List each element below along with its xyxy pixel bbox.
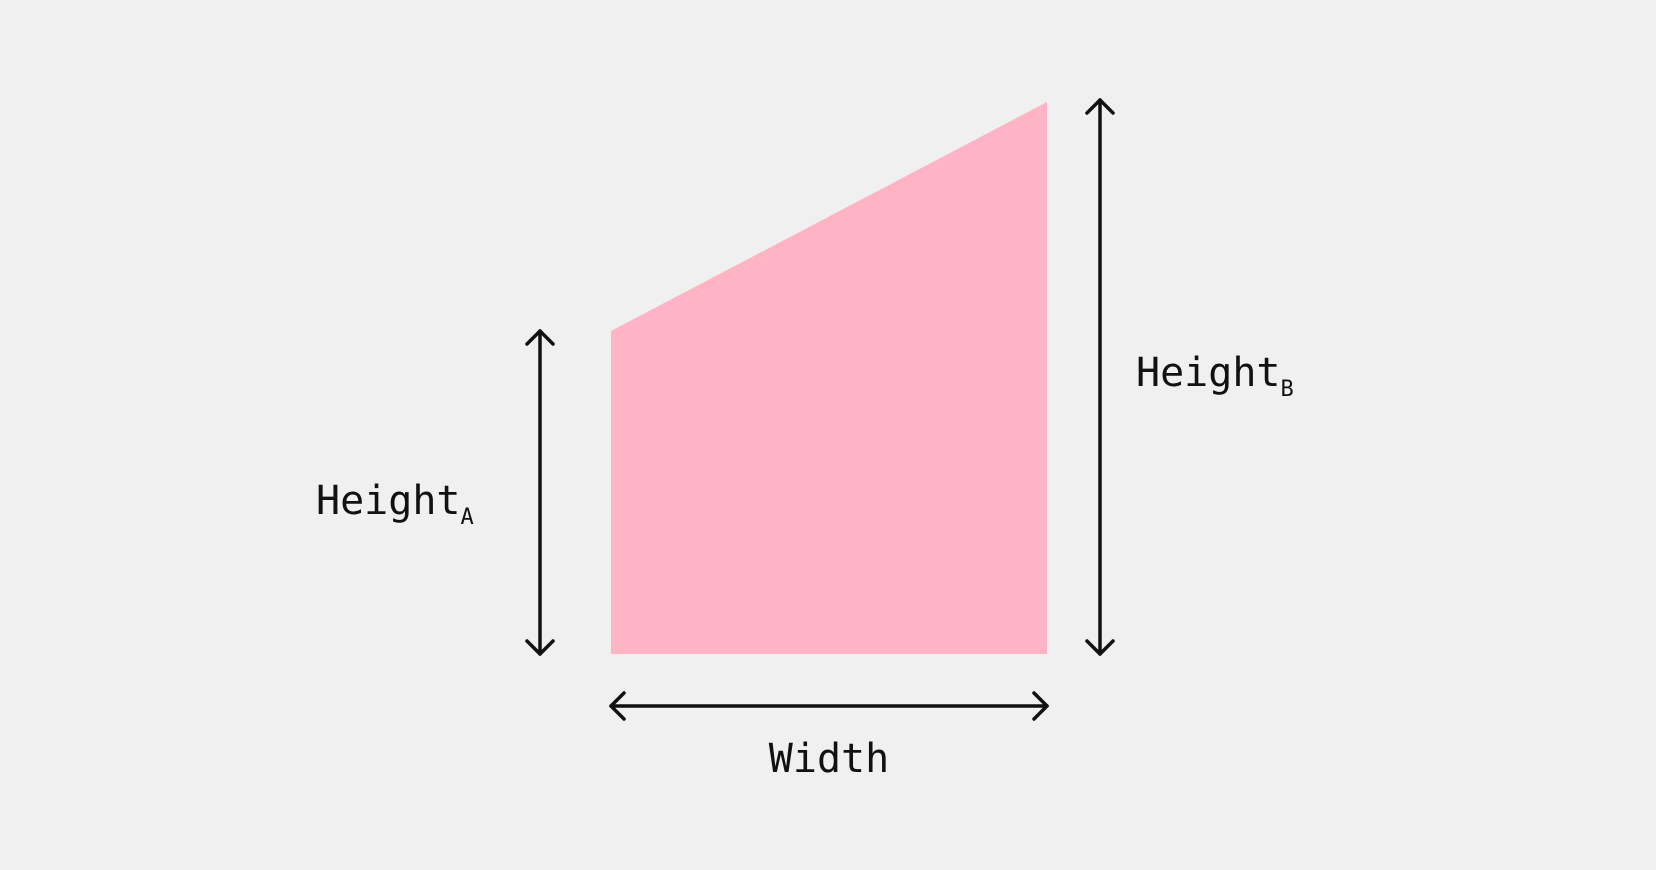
- width-arrow: [609, 691, 1049, 721]
- trapezoid-shape: [611, 102, 1047, 654]
- height-b-label-sub: B: [1281, 377, 1294, 402]
- height-b-arrow: [1085, 98, 1115, 656]
- height-a-label-sub: A: [461, 505, 474, 530]
- height-b-label: HeightB: [1136, 350, 1294, 402]
- height-b-label-main: Height: [1136, 350, 1281, 396]
- height-a-arrow: [525, 329, 555, 656]
- height-a-label-main: Height: [316, 478, 461, 524]
- height-a-label: HeightA: [316, 478, 474, 530]
- width-label: Width: [769, 736, 889, 782]
